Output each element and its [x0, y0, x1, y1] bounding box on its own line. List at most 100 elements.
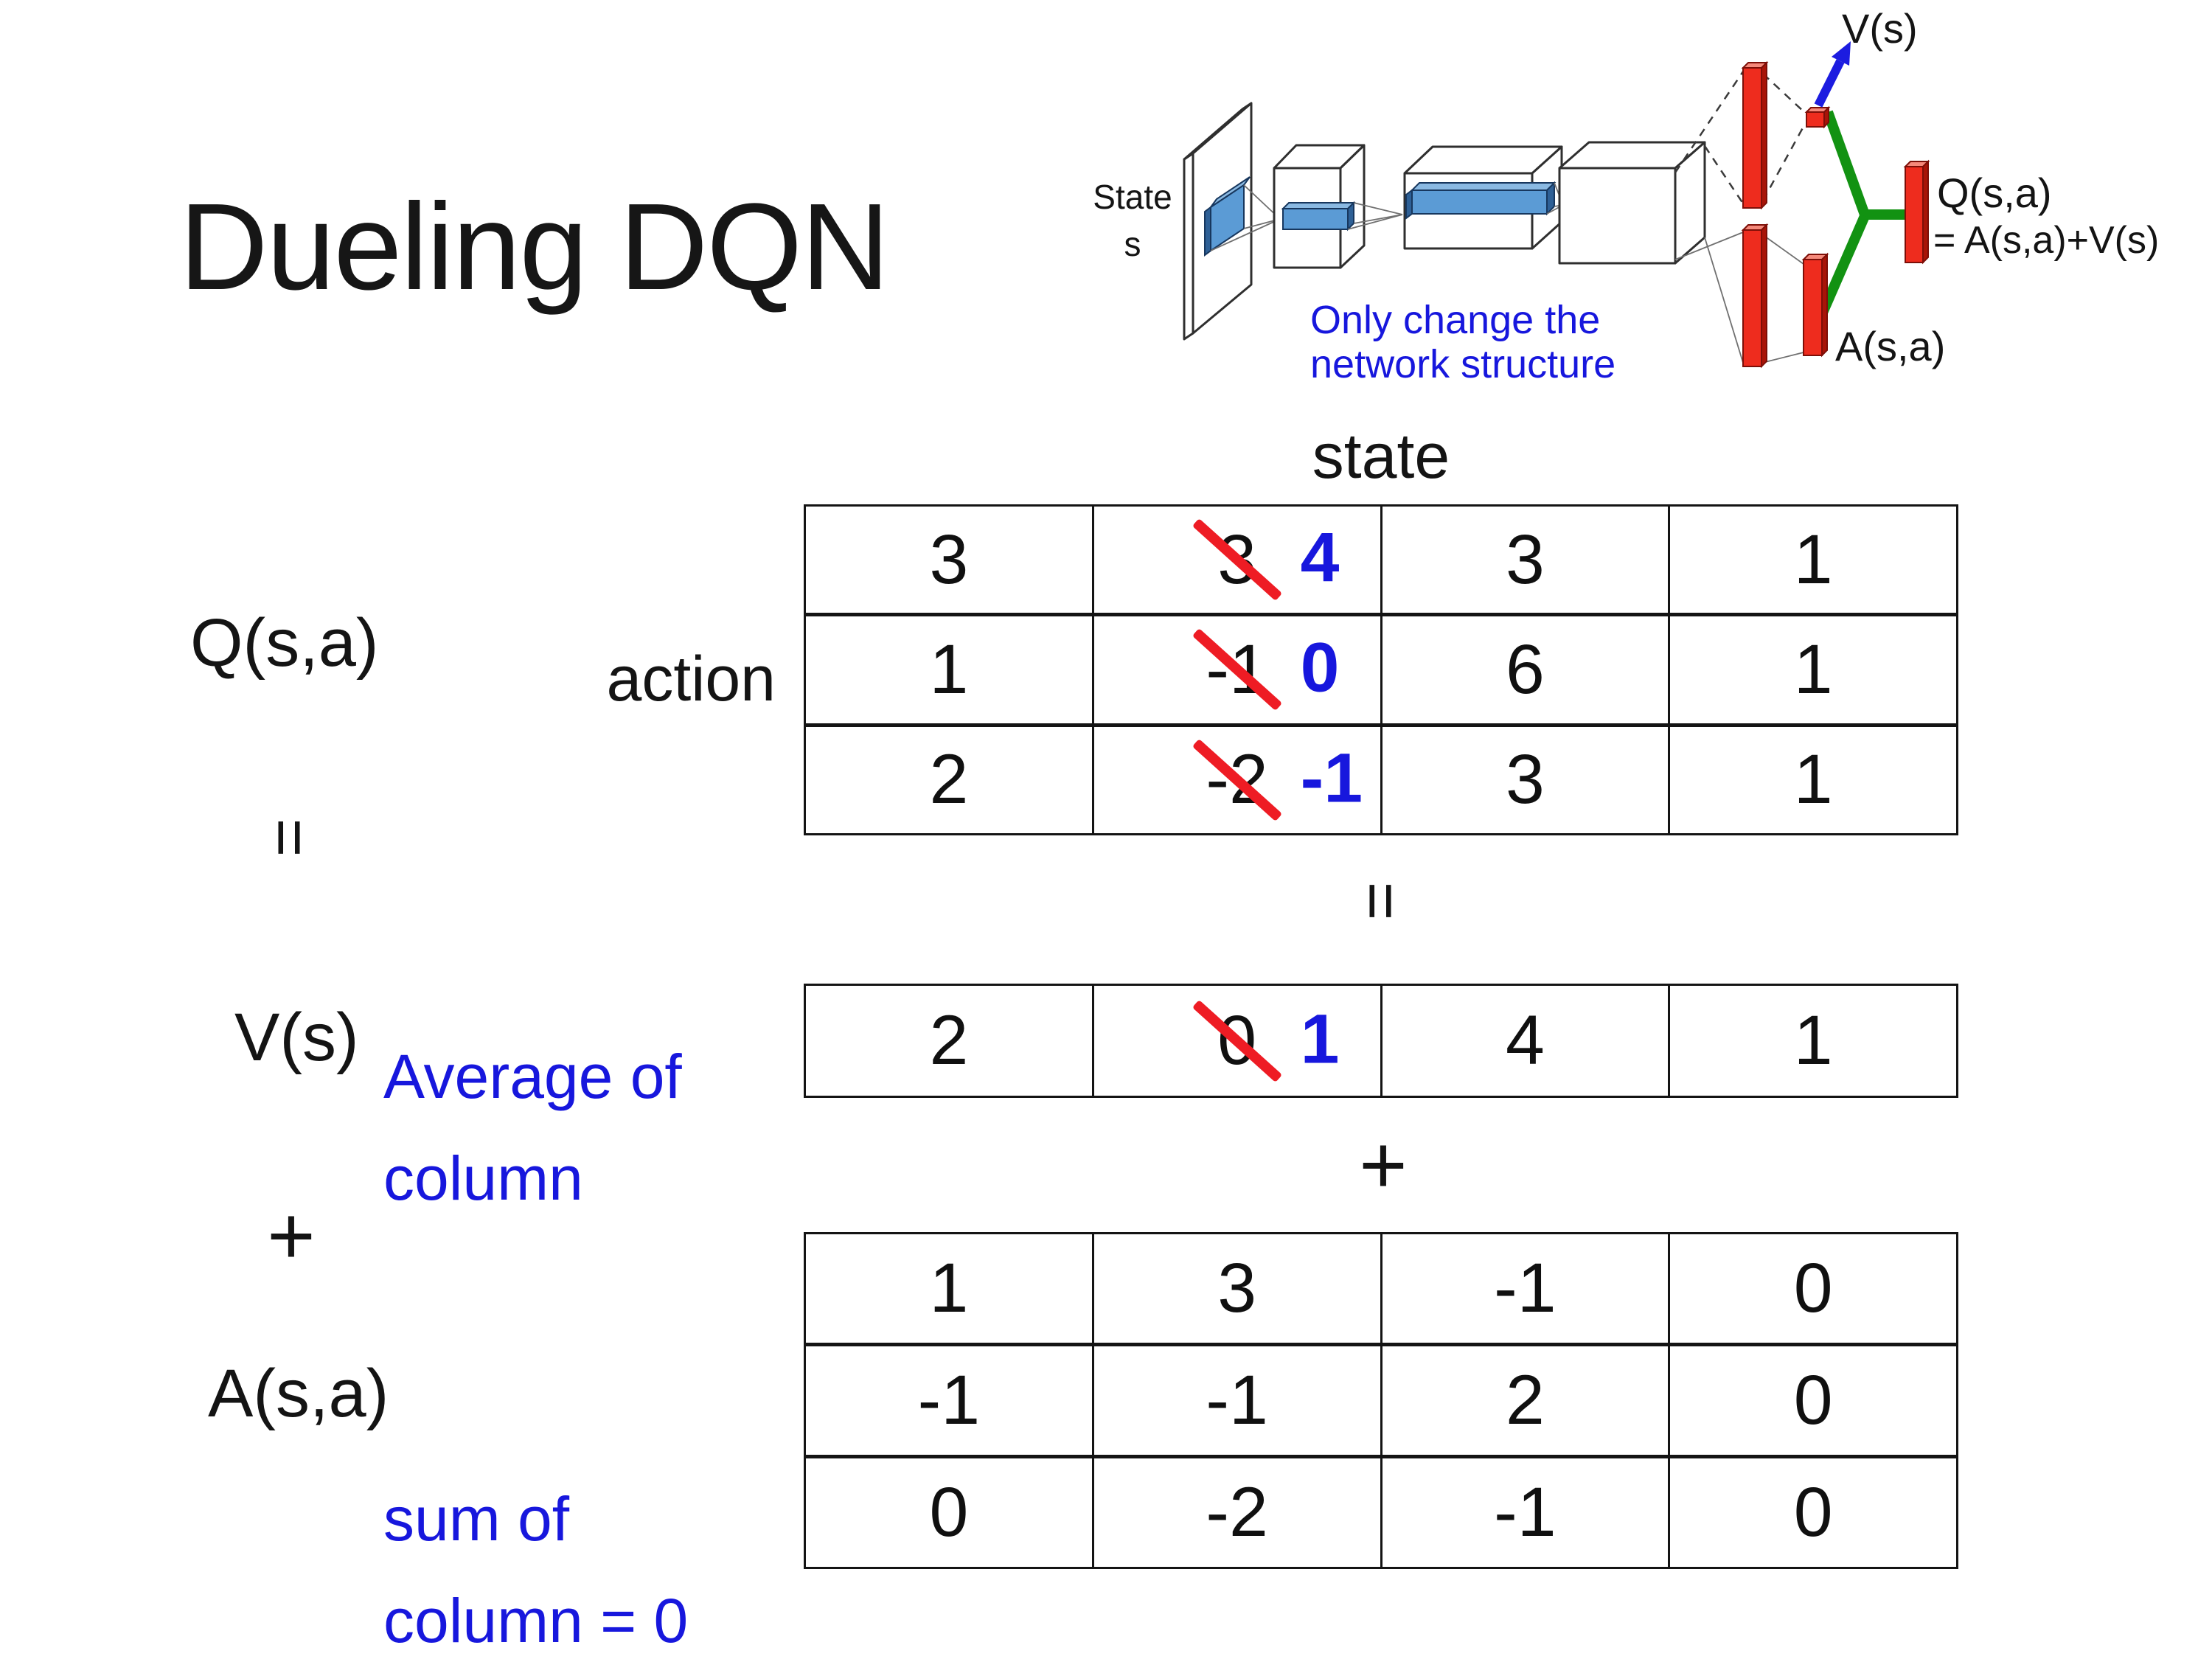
label-v: V(s)	[234, 1000, 359, 1075]
table-cell: -1	[806, 1346, 1092, 1455]
table-cell: -1	[1091, 1346, 1380, 1455]
note-average-line1: Average of	[383, 1042, 682, 1111]
cell-value: 3	[929, 520, 969, 599]
cell-value: 1	[1793, 520, 1833, 599]
cell-value: -1	[1494, 1473, 1557, 1551]
diagram-note-line2: network structure	[1310, 342, 1615, 386]
equals-left: =	[252, 818, 327, 858]
cell-value: 4	[1505, 1001, 1545, 1079]
table-cell: 3	[1380, 726, 1669, 833]
table-cell: 6	[1380, 616, 1669, 723]
advantage-stream-lines	[1674, 232, 1804, 364]
table-row: 0 -2 -1 0	[806, 1455, 1956, 1567]
cell-value: 0	[1793, 1361, 1833, 1439]
table-cell: -1	[1380, 1234, 1669, 1343]
cell-value: 2	[929, 740, 969, 819]
cell-value: 3	[1505, 520, 1545, 599]
table-cell: -2	[1091, 1458, 1380, 1567]
crossed-out-value: -1	[1206, 630, 1268, 709]
value-arrow	[1814, 41, 1851, 108]
table-row: 1 -1 0 6 1	[806, 613, 1956, 723]
cell-value: 0	[929, 1473, 969, 1551]
cell-value: 0	[1793, 1473, 1833, 1551]
projection-lines-1	[1347, 202, 1403, 230]
diagram-v-label: V(s)	[1842, 5, 1918, 52]
feature-bar-1	[1281, 201, 1356, 232]
diagram-q-label-line1: Q(s,a)	[1937, 170, 2052, 216]
corrected-value: -1	[1300, 739, 1363, 818]
cell-value: -1	[917, 1361, 981, 1439]
table-cell: 4	[1380, 986, 1669, 1096]
advantage-hidden-bar	[1741, 223, 1769, 369]
equals-mid: =	[1343, 881, 1418, 921]
value-hidden-bar	[1741, 60, 1769, 210]
merge-y-connector	[1818, 110, 1905, 315]
table-cell: 3	[1091, 1234, 1380, 1343]
table-cell: 1	[1668, 616, 1956, 723]
page-title: Dueling DQN	[179, 178, 890, 316]
table-cell: 3	[806, 507, 1092, 613]
crossed-out-value: 0	[1217, 1001, 1257, 1079]
corrected-value: 0	[1300, 629, 1340, 708]
table-cell: 3	[1380, 507, 1669, 613]
corrected-value: 4	[1300, 518, 1340, 597]
table-cell: 0	[806, 1458, 1092, 1567]
conv-box-1	[1273, 144, 1366, 269]
table-cell: 0	[1668, 1234, 1956, 1343]
feature-bar-2	[1405, 181, 1557, 220]
cell-value: 1	[1793, 1001, 1833, 1079]
table-cell: 1	[806, 616, 1092, 723]
table-cell: 1	[806, 1234, 1092, 1343]
value-stream-dashed-lines	[1674, 71, 1806, 204]
label-q: Q(s,a)	[190, 605, 379, 681]
cell-value: 2	[929, 1001, 969, 1079]
table-cell: 2	[806, 727, 1092, 833]
action-label: action	[606, 644, 776, 714]
table-cell: 0	[1668, 1346, 1956, 1455]
corrected-value: 1	[1300, 1000, 1340, 1079]
diagram-state-label: State	[1093, 178, 1172, 216]
note-average-line2: column	[383, 1143, 583, 1213]
cell-value: -1	[1206, 1361, 1268, 1439]
q-output-bar	[1903, 159, 1930, 265]
table-cell: 1	[1668, 986, 1956, 1096]
table-cell: 2	[806, 986, 1092, 1096]
cell-value: -1	[1494, 1249, 1557, 1327]
table-cell: 0	[1668, 1458, 1956, 1567]
cell-value: 6	[1505, 630, 1545, 709]
plus-mid: +	[1359, 1119, 1408, 1211]
cell-value: 1	[929, 630, 969, 709]
cell-value: 1	[929, 1249, 969, 1327]
advantage-output-bar	[1801, 252, 1829, 358]
note-sum-line2: column = 0	[383, 1585, 689, 1655]
note-sum-line1: sum of	[383, 1484, 570, 1554]
note-sum: sum of column = 0	[383, 1469, 688, 1659]
table-cell: -2 -1	[1091, 726, 1380, 833]
fc-box	[1558, 141, 1706, 265]
state-header: state	[1312, 421, 1450, 492]
table-cell: 1	[1668, 507, 1956, 613]
crossed-out-value: -2	[1206, 740, 1268, 819]
label-a: A(s,a)	[208, 1356, 389, 1431]
network-diagram: State s V(s) Q(s,a) = A(s,a)+V(s) A(s,a)…	[1093, 5, 2159, 386]
diagram-a-label: A(s,a)	[1835, 323, 1945, 369]
cell-value: 1	[1793, 740, 1833, 819]
note-average: Average of column	[383, 1026, 682, 1230]
cell-value: 1	[1793, 630, 1833, 709]
cell-value: 0	[1793, 1249, 1833, 1327]
diagram-q-label-line2: = A(s,a)+V(s)	[1933, 219, 2159, 262]
table-cell: 1	[1668, 726, 1956, 833]
table-row: -1 -1 2 0	[806, 1343, 1956, 1455]
a-table: 1 3 -1 0 -1 -1 2 0 0 -2 -1 0	[804, 1232, 1958, 1569]
diagram-state-s: s	[1124, 225, 1141, 263]
table-cell: -1	[1380, 1458, 1669, 1567]
table-cell: 2	[1380, 1346, 1669, 1455]
